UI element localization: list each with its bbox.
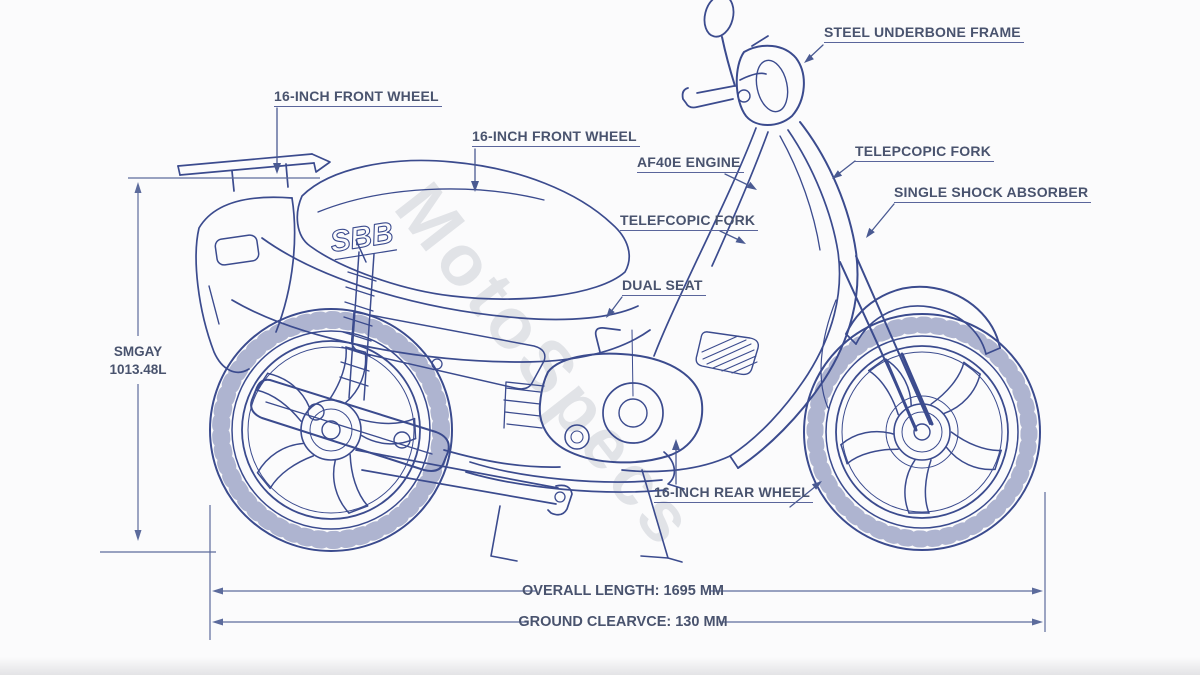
label-front-wheel-mid: 16-INCH FRONT WHEEL (472, 129, 640, 147)
label-telescopic-fork-right: TELEPCOPIC FORK (855, 144, 995, 162)
rear-shock-absorber (339, 239, 377, 401)
dimension-seat-height: SMGAY 1013.48L (109, 343, 166, 378)
label-telescopic-fork-left: TELEFCOPIC FORK (620, 213, 759, 231)
front-wheel-spokes (840, 358, 1002, 514)
rear-rack (177, 153, 331, 192)
bottom-shadow (0, 657, 1200, 675)
front-wheel (803, 313, 1041, 551)
exhaust-muffler (250, 378, 561, 472)
rear-fender (195, 196, 296, 374)
label-engine: AF40E ENGINE (637, 155, 744, 173)
label-front-wheel-top: 16-INCH FRONT WHEEL (274, 89, 442, 107)
dimension-ground-clearance: GROUND CLEARVCE: 130 MM (518, 614, 728, 630)
seat (296, 159, 630, 300)
swingarm (355, 449, 573, 516)
front-fork (820, 255, 934, 432)
engine (465, 327, 704, 493)
label-dual-seat: DUAL SEAT (622, 278, 706, 296)
frame-spine (653, 127, 769, 357)
label-shock-absorber: SINGLE SHOCK ABSORBER (894, 185, 1092, 203)
handlebar (681, 72, 767, 109)
label-rear-wheel: 16-INCH REAR WHEEL (654, 485, 814, 503)
dimension-seat-height-line2: 1013.48L (109, 361, 167, 377)
front-cowl (735, 35, 805, 126)
vent-panel (695, 331, 760, 376)
rear-wheel-spokes (255, 346, 417, 514)
center-stand (490, 469, 683, 563)
label-underbone-frame: STEEL UNDERBONE FRAME (824, 25, 1024, 43)
dimension-seat-height-line1: SMGAY (113, 344, 163, 359)
front-fender (845, 285, 1001, 355)
dimension-lines (100, 177, 1046, 640)
mirror (703, 0, 736, 87)
leg-shield (621, 121, 859, 473)
stray-leader-line (631, 329, 634, 397)
rear-wheel (209, 308, 453, 552)
motorcycle-body: SBB (177, 0, 1001, 563)
callout-leaders (273, 44, 895, 508)
dimension-overall-length: OVERALL LENGTH: 1695 MM (522, 583, 724, 599)
